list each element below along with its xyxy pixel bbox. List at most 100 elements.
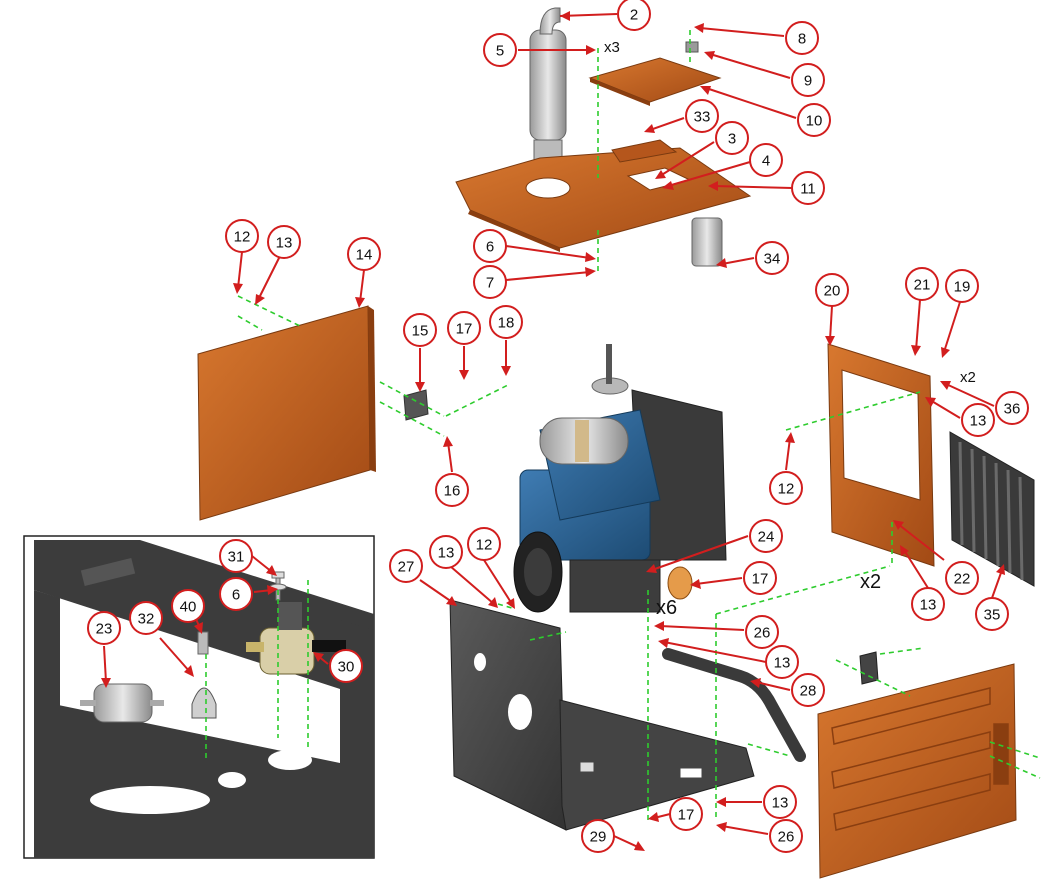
callout-number: 17 <box>752 571 769 588</box>
callout-circle <box>447 311 481 345</box>
callout-circle <box>815 273 849 307</box>
callout-c35: 35 <box>975 597 1009 631</box>
callout-c11: 11 <box>791 171 825 205</box>
callout-number: 13 <box>276 235 293 252</box>
callout-c17b: 17 <box>743 561 777 595</box>
callout-circle <box>765 645 799 679</box>
callout-circle <box>225 219 259 253</box>
callout-c7: 7 <box>473 265 507 299</box>
callout-circle <box>467 527 501 561</box>
callout-c6b: 6 <box>219 577 253 611</box>
callout-circle <box>745 615 779 649</box>
callout-circle <box>975 597 1009 631</box>
callout-c12a: 12 <box>225 219 259 253</box>
callout-number: 16 <box>444 483 461 500</box>
callout-number: 9 <box>804 73 812 90</box>
callout-c3: 3 <box>715 121 749 155</box>
callout-circle <box>785 21 819 55</box>
callout-number: 23 <box>96 621 113 638</box>
callout-number: 17 <box>678 807 695 824</box>
callout-circle <box>911 587 945 621</box>
callout-number: 26 <box>754 625 771 642</box>
callout-c13c: 13 <box>911 587 945 621</box>
callout-number: 5 <box>496 43 504 60</box>
callout-number: 7 <box>486 275 494 292</box>
multiplier-x2-top: x2 <box>960 369 976 386</box>
callout-circle <box>87 611 121 645</box>
callout-circle <box>617 0 651 31</box>
callout-c21: 21 <box>905 267 939 301</box>
callout-number: 6 <box>232 587 240 604</box>
callout-c9: 9 <box>791 63 825 97</box>
callout-circle <box>171 589 205 623</box>
left-side-panel <box>197 305 376 521</box>
callout-number: 18 <box>498 315 515 332</box>
callout-number: 13 <box>774 655 791 672</box>
callout-circle <box>329 649 363 683</box>
callout-number: 29 <box>590 829 607 846</box>
callout-c13f: 13 <box>763 785 797 819</box>
radiator-grille <box>949 431 1035 587</box>
callout-c23: 23 <box>87 611 121 645</box>
callout-c10: 10 <box>797 103 831 137</box>
callout-circle <box>749 143 783 177</box>
callout-number: 26 <box>778 829 795 846</box>
multiplier-x6: x6 <box>656 597 677 619</box>
callout-c36: 36 <box>995 391 1029 425</box>
callout-number: 12 <box>778 481 795 498</box>
callout-circle <box>581 819 615 853</box>
callout-circle <box>791 171 825 205</box>
muffler <box>529 7 567 163</box>
callout-circle <box>797 103 831 137</box>
callout-circle <box>961 403 995 437</box>
callout-circle <box>267 225 301 259</box>
base-frame <box>449 599 755 831</box>
callout-circle <box>219 577 253 611</box>
callout-c8: 8 <box>785 21 819 55</box>
hinge-bracket <box>685 41 699 53</box>
callout-c24: 24 <box>749 519 783 553</box>
callout-circle <box>945 269 979 303</box>
callout-c29: 29 <box>581 819 615 853</box>
callout-circle <box>347 237 381 271</box>
small-canister <box>691 217 723 267</box>
callout-number: 11 <box>800 181 816 198</box>
callout-circle <box>685 99 719 133</box>
callout-number: 13 <box>772 795 789 812</box>
callout-circle <box>743 561 777 595</box>
callout-number: 31 <box>228 549 245 566</box>
callout-c22: 22 <box>945 561 979 595</box>
callout-c31: 31 <box>219 539 253 573</box>
callout-circle <box>791 63 825 97</box>
callout-number: 15 <box>412 323 429 340</box>
callout-c32: 32 <box>129 601 163 635</box>
callout-leaders <box>101 11 1005 851</box>
callout-c40: 40 <box>171 589 205 623</box>
callout-number: 32 <box>138 611 155 628</box>
callout-circle <box>389 549 423 583</box>
right-frame-panel <box>827 343 935 567</box>
callout-number: 2 <box>630 7 638 24</box>
access-lid <box>588 57 722 106</box>
callout-c30: 30 <box>329 649 363 683</box>
callout-c13d: 13 <box>429 535 463 569</box>
callout-circle <box>763 785 797 819</box>
callout-number: 30 <box>338 659 355 676</box>
callout-c4: 4 <box>749 143 783 177</box>
callout-circle <box>995 391 1029 425</box>
fuel-pump <box>246 602 346 675</box>
callout-circle <box>769 819 803 853</box>
callout-c2: 2 <box>617 0 651 31</box>
callout-circle <box>749 519 783 553</box>
callout-number: 13 <box>920 597 937 614</box>
callout-number: 36 <box>1004 401 1021 418</box>
callout-number: 6 <box>486 239 494 256</box>
engine <box>513 344 727 613</box>
callout-c5: 5 <box>483 33 517 67</box>
callout-c13e: 13 <box>765 645 799 679</box>
callout-number: 28 <box>800 683 817 700</box>
callout-number: 19 <box>954 279 971 296</box>
callout-circle <box>715 121 749 155</box>
